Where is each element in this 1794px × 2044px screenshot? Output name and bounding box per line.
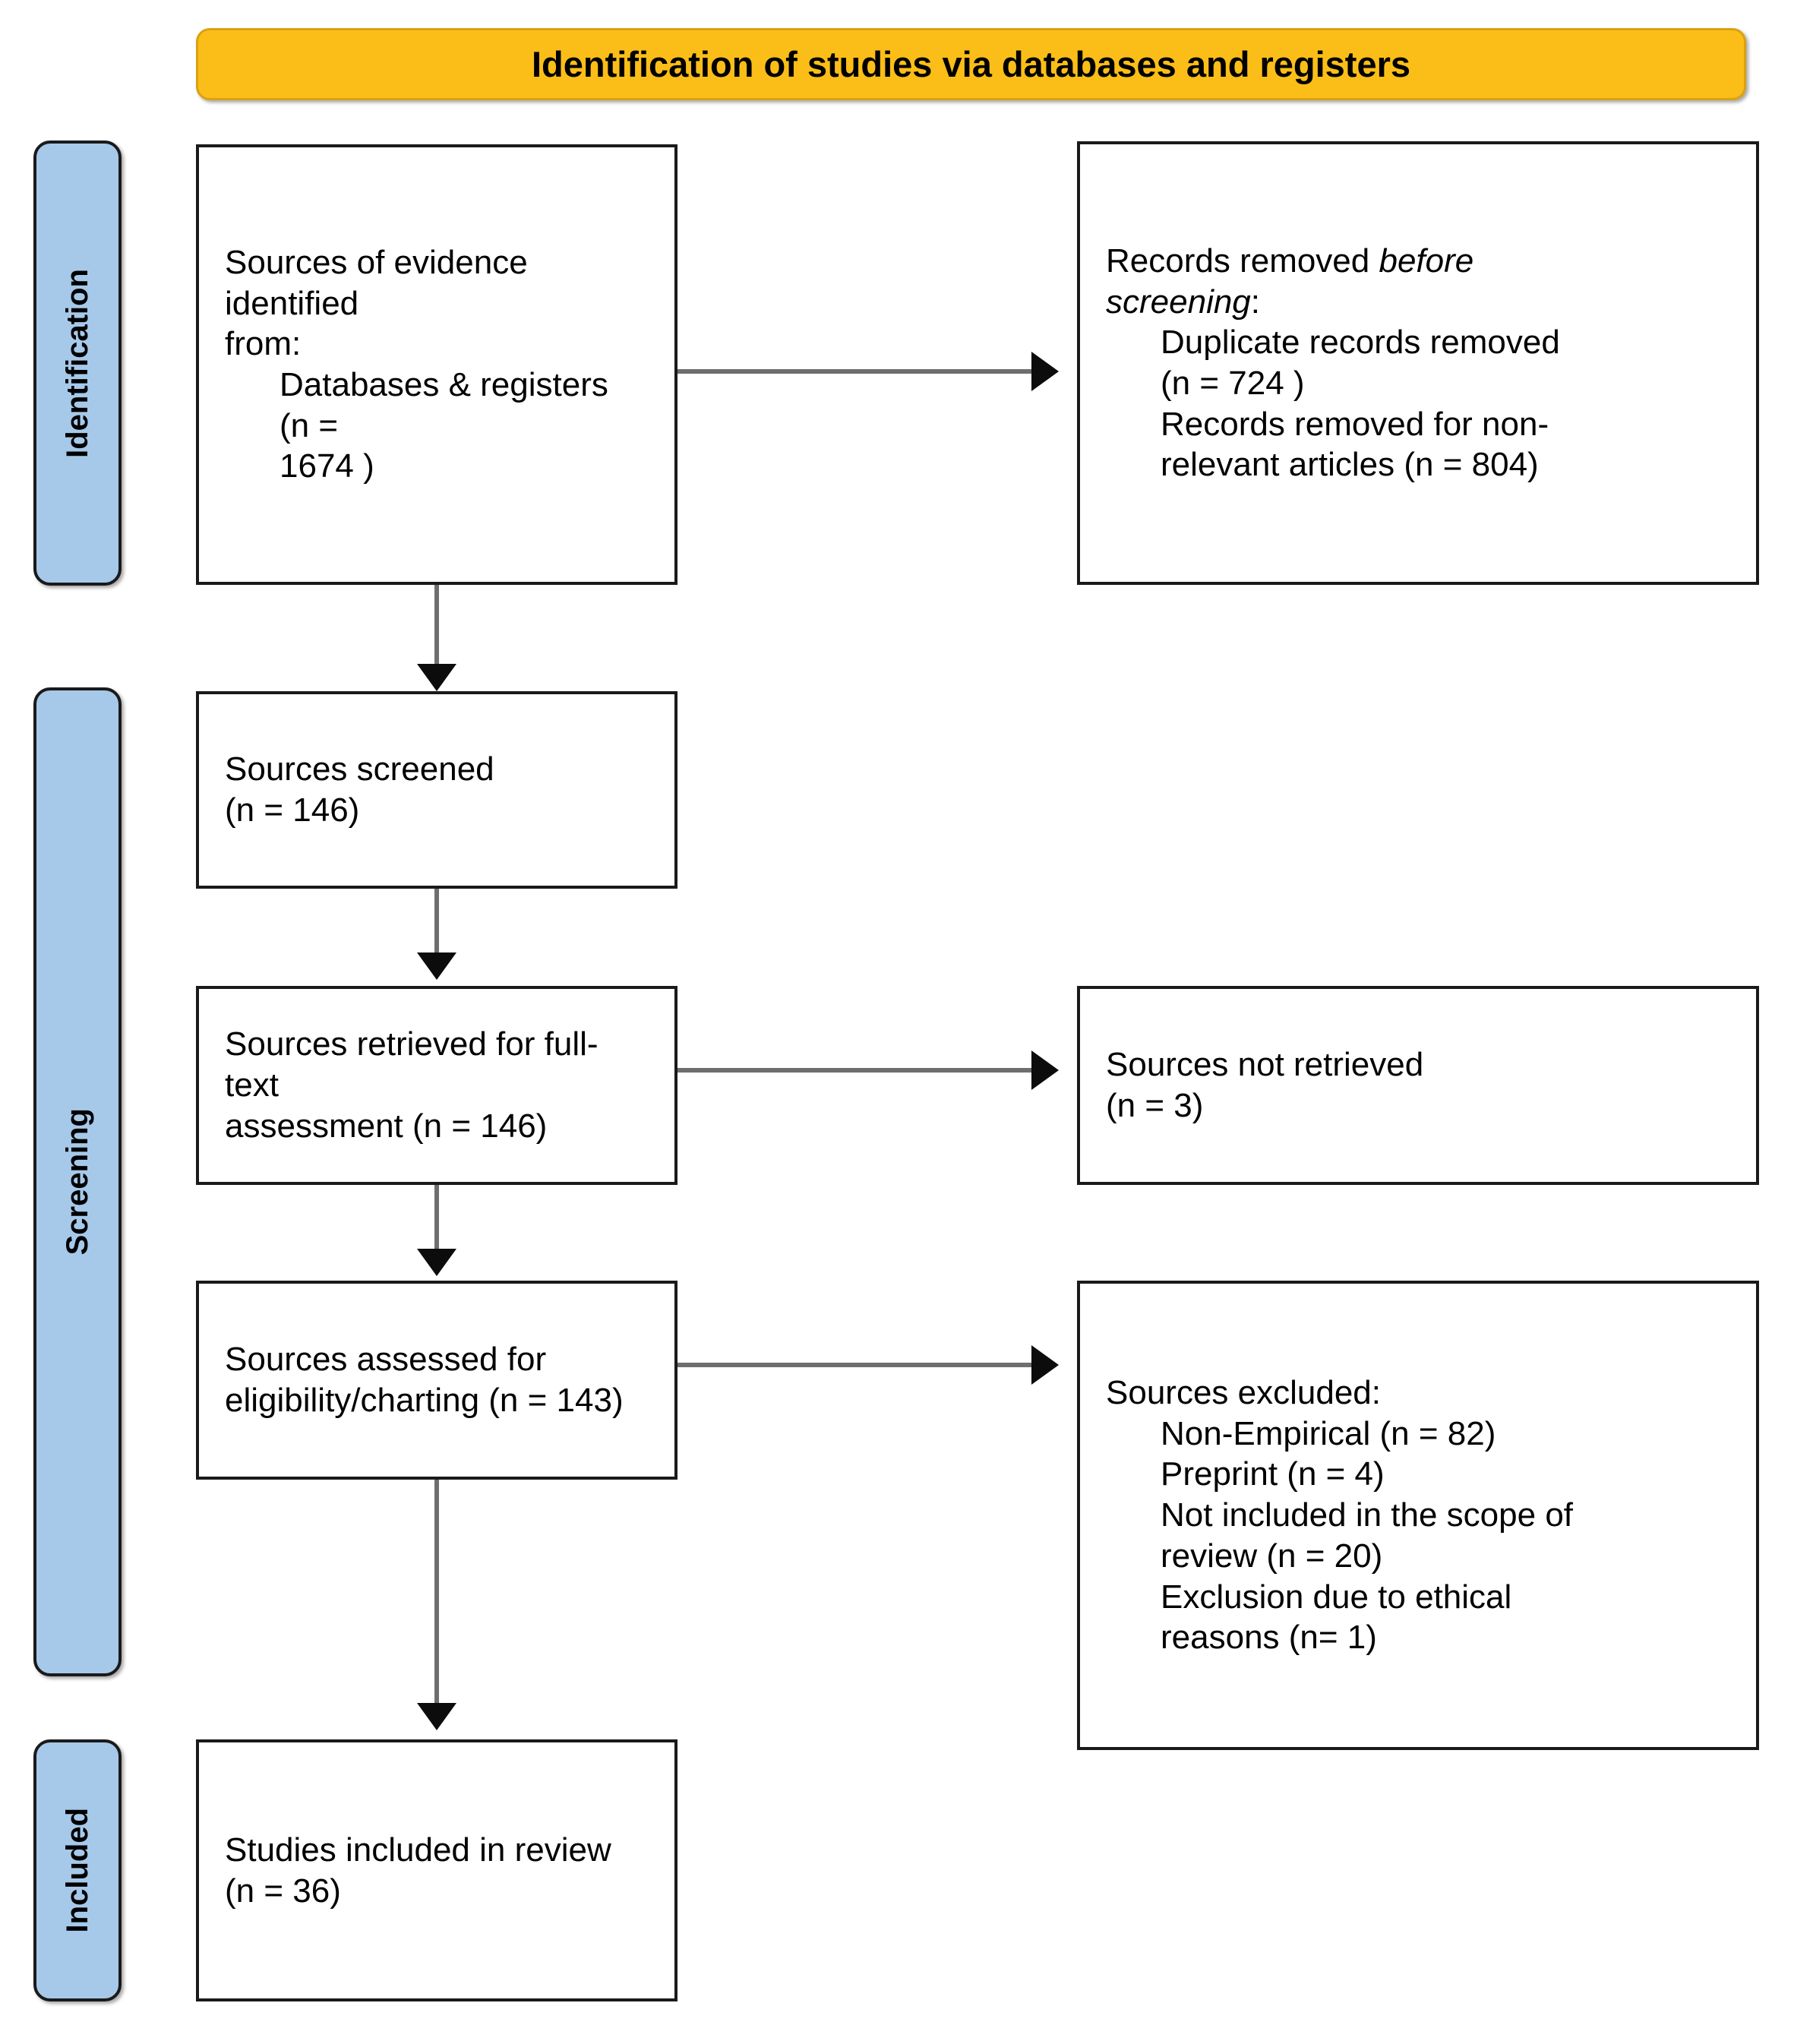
node-sources-excluded-line1: Sources excluded: xyxy=(1106,1374,1381,1412)
arrow-identified-to-screened-head-icon xyxy=(417,664,456,691)
stage-label-screening: Screening xyxy=(33,687,122,1676)
node-sources-eligibility-line1: Sources assessed for xyxy=(225,1341,547,1379)
node-records-removed-line1-pre: Records removed xyxy=(1106,242,1379,280)
diagram-header-banner: Identification of studies via databases … xyxy=(196,28,1746,100)
node-sources-identified-line1: Sources of evidence identified xyxy=(225,243,537,322)
node-records-removed-line2: screening: xyxy=(1106,282,1730,323)
arrow-screened-to-fulltext-head-icon xyxy=(417,952,456,980)
node-records-removed-line3: Duplicate records removed xyxy=(1161,324,1560,362)
node-sources-identified: Sources of evidence identified from: Dat… xyxy=(196,144,677,585)
node-records-removed-line2-post: : xyxy=(1250,283,1261,321)
node-studies-included-line1: Studies included in review xyxy=(225,1831,611,1869)
stage-label-included: Included xyxy=(33,1739,122,2001)
node-sources-not-retrieved: Sources not retrieved (n = 3) xyxy=(1077,986,1759,1185)
arrow-screened-to-fulltext-line xyxy=(434,889,439,957)
node-records-removed-line2-emphasis: screening xyxy=(1106,283,1251,321)
node-sources-screened: Sources screened (n = 146) xyxy=(196,691,677,889)
node-sources-excluded-line7: reasons (n= 1) xyxy=(1161,1619,1377,1657)
node-records-removed-line4: (n = 724 ) xyxy=(1161,365,1305,402)
node-records-removed-line6: relevant articles (n = 804) xyxy=(1161,446,1539,484)
arrow-fulltext-to-notretrieved-line xyxy=(677,1068,1034,1073)
node-studies-included: Studies included in review (n = 36) xyxy=(196,1739,677,2001)
arrow-identified-to-removed-head-icon xyxy=(1031,352,1059,391)
arrow-eligibility-to-excluded-head-icon xyxy=(1031,1345,1059,1385)
node-sources-excluded-line2: Non-Empirical (n = 82) xyxy=(1161,1414,1496,1452)
node-sources-identified-line2: from: xyxy=(225,325,302,363)
node-sources-not-retrieved-line2: (n = 3) xyxy=(1106,1087,1204,1124)
page-title: Identification of studies via databases … xyxy=(531,44,1411,84)
node-sources-identified-line4: 1674 ) xyxy=(280,447,374,485)
node-sources-excluded-line3: Preprint (n = 4) xyxy=(1161,1455,1385,1493)
node-sources-identified-line3: Databases & registers (n = xyxy=(280,366,627,444)
arrow-eligibility-to-excluded-line xyxy=(677,1363,1034,1367)
stage-label-screening-text: Screening xyxy=(60,1108,94,1256)
node-sources-eligibility-line2: eligibility/charting (n = 143) xyxy=(225,1382,624,1419)
arrow-identified-to-screened-line xyxy=(434,585,439,668)
node-sources-excluded-line4: Not included in the scope of xyxy=(1161,1496,1574,1534)
node-sources-screened-line2: (n = 146) xyxy=(225,791,360,829)
arrow-fulltext-to-eligibility-head-icon xyxy=(417,1249,456,1276)
node-sources-excluded-line5: review (n = 20) xyxy=(1161,1537,1383,1575)
arrow-fulltext-to-eligibility-line xyxy=(434,1185,439,1253)
node-sources-fulltext-line1: Sources retrieved for full-text xyxy=(225,1025,599,1104)
node-sources-excluded: Sources excluded: Non-Empirical (n = 82)… xyxy=(1077,1281,1759,1750)
arrow-eligibility-to-included-line xyxy=(434,1480,439,1708)
node-sources-screened-line1: Sources screened xyxy=(225,750,494,788)
stage-label-identification-text: Identification xyxy=(60,268,94,458)
node-sources-fulltext: Sources retrieved for full-text assessme… xyxy=(196,986,677,1185)
arrow-eligibility-to-included-head-icon xyxy=(417,1703,456,1730)
node-records-removed-line1: Records removed before xyxy=(1106,241,1730,282)
stage-label-identification: Identification xyxy=(33,141,122,586)
node-records-removed-line5: Records removed for non- xyxy=(1161,405,1549,443)
arrow-identified-to-removed-line xyxy=(677,369,1034,374)
arrow-fulltext-to-notretrieved-head-icon xyxy=(1031,1050,1059,1090)
node-sources-eligibility: Sources assessed for eligibility/chartin… xyxy=(196,1281,677,1480)
node-records-removed: Records removed before screening: Duplic… xyxy=(1077,141,1759,585)
node-sources-excluded-line6: Exclusion due to ethical xyxy=(1161,1578,1512,1616)
node-studies-included-line2: (n = 36) xyxy=(225,1872,341,1910)
node-records-removed-line1-emphasis: before xyxy=(1379,242,1474,280)
node-sources-fulltext-line2: assessment (n = 146) xyxy=(225,1107,548,1145)
node-sources-not-retrieved-line1: Sources not retrieved xyxy=(1106,1046,1424,1084)
stage-label-included-text: Included xyxy=(60,1808,94,1933)
